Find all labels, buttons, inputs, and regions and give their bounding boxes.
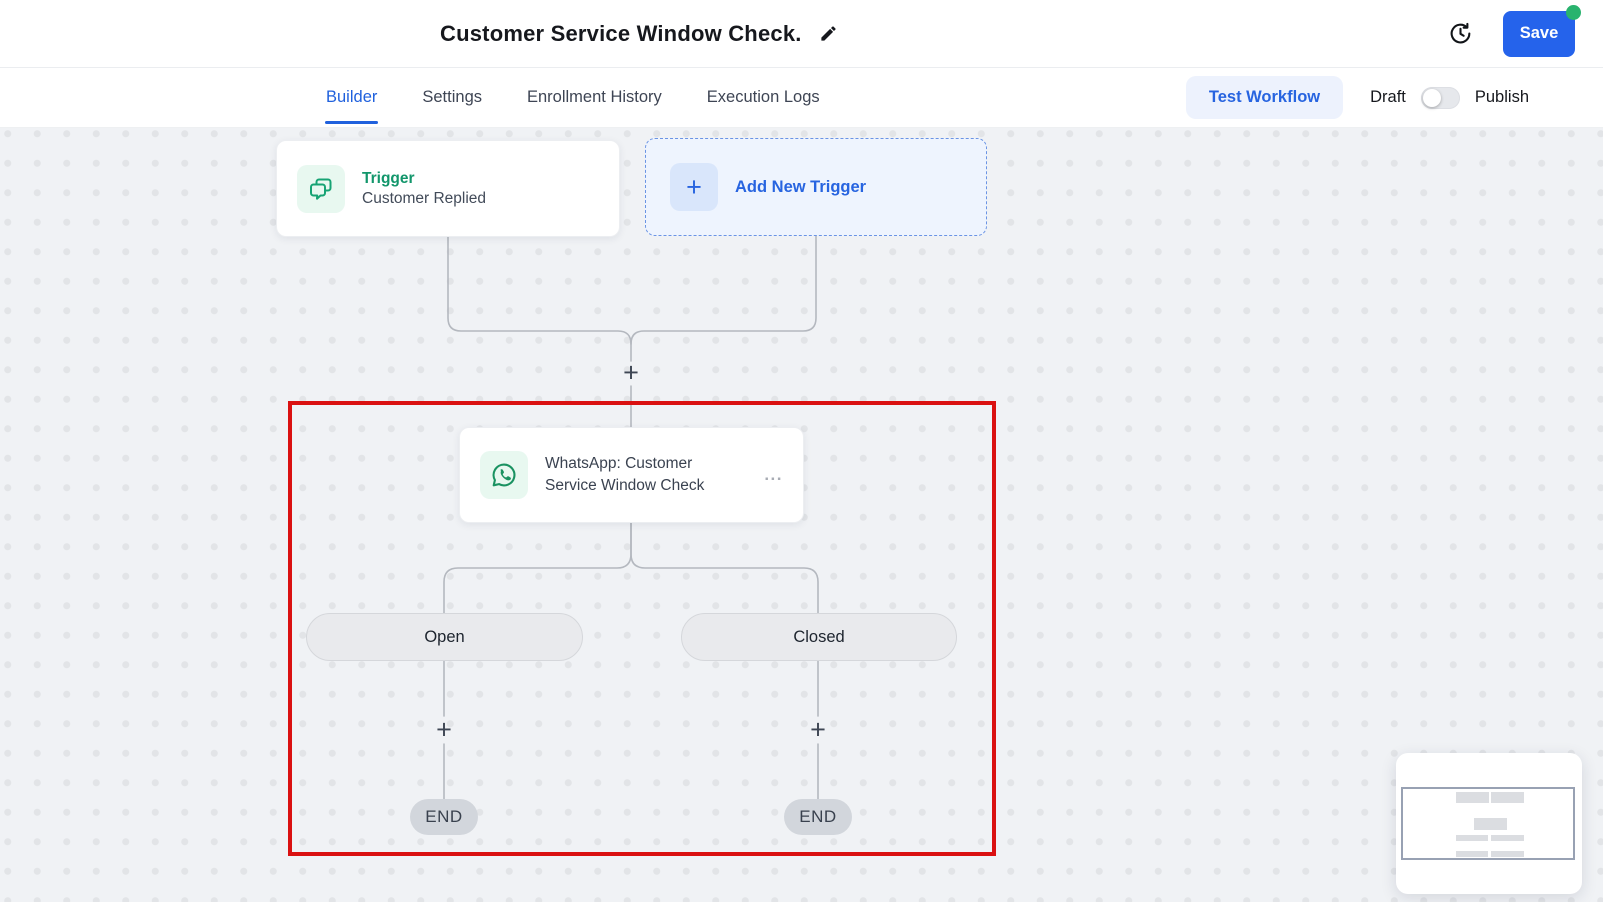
save-button-label: Save [1519,24,1559,42]
minimap-node [1491,835,1524,841]
tab-bar: Builder Settings Enrollment History Exec… [0,68,1603,128]
branch-open-label: Open [424,627,465,646]
minimap-node [1456,792,1489,803]
edit-title-icon[interactable] [818,23,840,45]
add-step-button-open-branch[interactable]: + [436,714,452,745]
minimap-viewport[interactable] [1401,787,1575,860]
tab-label: Enrollment History [527,88,662,106]
save-button[interactable]: Save [1503,4,1581,57]
draft-label: Draft [1370,88,1406,106]
trigger-node-title: Trigger [362,169,415,187]
branch-closed[interactable]: Closed [681,613,957,661]
chat-bubbles-icon [310,178,332,200]
tab-label: Builder [326,88,378,106]
end-node-open-branch: END [410,799,478,835]
more-options-icon[interactable]: ... [764,465,783,484]
version-history-icon[interactable] [1447,21,1473,47]
header: Customer Service Window Check. Save [0,0,1603,68]
tab-settings[interactable]: Settings [422,68,482,127]
workflow-canvas[interactable]: Trigger Customer Replied + Add New Trigg… [0,128,1603,902]
whatsapp-icon [492,463,516,487]
trigger-node-text: Trigger Customer Replied [362,170,486,208]
workflow-title-group: Customer Service Window Check. [440,0,840,67]
add-step-button-closed-branch[interactable]: + [810,714,826,745]
add-step-button-top[interactable]: + [623,357,639,388]
header-actions: Save [1447,0,1581,67]
tab-bar-actions: Test Workflow Draft Publish [1185,68,1529,127]
tab-label: Execution Logs [706,88,820,106]
minimap-node [1491,792,1524,803]
plus-icon: + [686,171,702,202]
page-title: Customer Service Window Check. [440,20,802,46]
branch-closed-label: Closed [793,627,845,646]
add-trigger-plus-tile: + [670,163,718,211]
tab-label: Settings [422,88,482,106]
branch-open[interactable]: Open [306,613,583,661]
minimap-node [1456,835,1488,841]
publish-toggle-knob [1422,88,1441,107]
minimap-node [1456,851,1488,857]
publish-label: Publish [1474,88,1529,106]
minimap-node [1491,851,1524,857]
whatsapp-icon-tile [480,451,528,499]
publish-toggle[interactable] [1420,86,1460,109]
tab-execution-logs[interactable]: Execution Logs [707,68,820,127]
end-node-closed-branch: END [784,799,852,835]
tab-builder[interactable]: Builder [324,68,379,127]
trigger-node-subtitle: Customer Replied [362,189,487,207]
add-trigger-label: Add New Trigger [735,177,867,196]
unsaved-changes-dot [1566,4,1581,20]
add-new-trigger-button[interactable]: + Add New Trigger [645,138,987,236]
tabs: Builder Settings Enrollment History Exec… [324,68,820,127]
minimap-node [1474,818,1507,830]
trigger-node[interactable]: Trigger Customer Replied [276,140,620,237]
trigger-icon-tile [297,164,345,213]
test-workflow-button[interactable]: Test Workflow [1185,76,1344,119]
minimap[interactable] [1396,753,1582,894]
whatsapp-node-title: WhatsApp: Customer Service Window Check [545,454,705,494]
whatsapp-condition-node[interactable]: WhatsApp: Customer Service Window Check … [459,427,804,523]
tab-enrollment-history[interactable]: Enrollment History [527,68,662,127]
